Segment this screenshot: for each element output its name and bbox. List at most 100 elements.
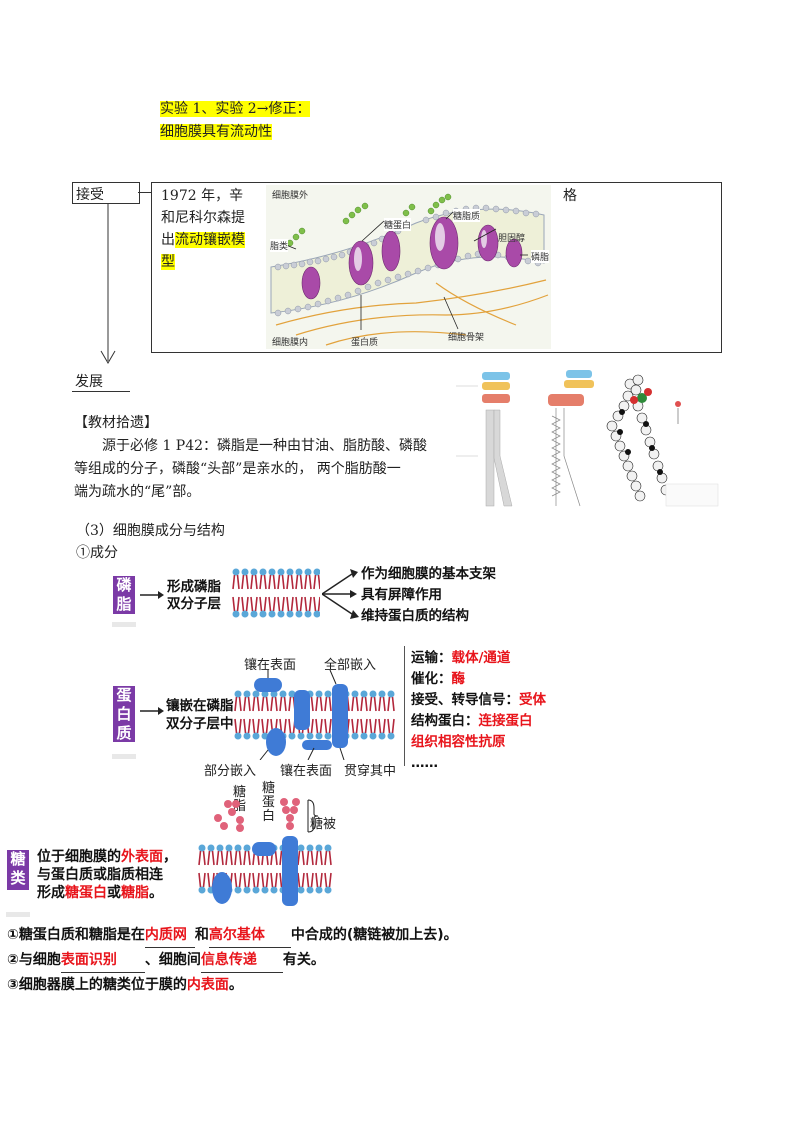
top-note: 实验 1、实验 2→修正： 细胞膜具有流动性 (160, 98, 311, 144)
q1-suffix: 中合成的(糖链被加上去)。 (290, 927, 458, 943)
protein-label: 镶嵌在磷脂 双分子层中 (166, 697, 234, 733)
sugar-membrane-illustration (198, 798, 332, 906)
q2-answer-2: 信息传递 (200, 948, 283, 973)
protein-function-answer-2: 酶 (451, 671, 466, 687)
arrow-right-icon-2 (140, 707, 164, 715)
protein-top-right-label: 全部嵌入 (324, 658, 377, 673)
q2-prefix: ②与细胞 (7, 952, 61, 968)
q3-prefix: ③细胞器膜上的糖类位于膜的 (7, 977, 187, 993)
model-text: 1972 年，辛 和尼科尔森提 出流动镶嵌模 型 (161, 185, 245, 273)
sugar-description: 位于细胞膜的外表面， 与蛋白质或脂质相连 形成糖蛋白或糖脂。 (37, 848, 177, 902)
develop-box: 发展 (72, 370, 130, 392)
protein-function-label-1: 运输： (411, 650, 452, 666)
q2-mid: 、细胞间 (144, 952, 201, 968)
protein-function-answer-3: 受体 (519, 692, 546, 708)
phospholipid-molecule-figure (452, 366, 722, 516)
label-outside: 细胞膜外 (272, 191, 309, 201)
label-cytoskeleton: 细胞骨架 (448, 333, 485, 343)
questions: ①糖蛋白质和糖脂是在内质网和高尔基体中合成的(糖链被加上去)。 ②与细胞表面识别… (7, 923, 458, 997)
top-note-line2: 细胞膜具有流动性 (160, 124, 272, 140)
protein-function-answer-5: 组织相容性抗原 (411, 734, 506, 750)
model-text-line3-highlight: 流动镶嵌模 (175, 232, 245, 248)
model-text-line1: 1972 年，辛 (161, 188, 244, 204)
membrane-illustration (270, 193, 549, 346)
q2-answer-1: 表面识别 (60, 948, 145, 973)
textbook-heading: 【教材拾遗】 (74, 415, 158, 431)
section-title: （3）细胞膜成分与结构 (76, 523, 225, 539)
textbook-line1: 源于必修 1 P42：磷脂是一种由甘油、脂肪酸、磷酸 (102, 438, 428, 454)
fluid-mosaic-figure: 细胞膜外 细胞膜内 糖蛋白 糖脂质 脂类 胆固醇 磷脂 蛋白质 细胞骨架 (266, 185, 551, 349)
accept-label: 接受 (76, 187, 104, 203)
phospholipid-functions: 作为细胞膜的基本支架 具有屏障作用 维持蛋白质的结构 (361, 564, 496, 627)
textbook-note: 【教材拾遗】 源于必修 1 P42：磷脂是一种由甘油、脂肪酸、磷酸 等组成的分子… (74, 412, 434, 504)
label-glycolipid: 糖脂质 (453, 209, 481, 222)
sugar-desc-1-suffix: ， (163, 849, 177, 865)
protein-function-divider (404, 646, 405, 766)
q3-suffix: 。 (228, 977, 243, 993)
protein-top-left-label: 镶在表面 (244, 658, 297, 673)
label-protein: 蛋白质 (351, 338, 379, 348)
phospholipid-function-2: 具有屏障作用 (361, 587, 442, 603)
phospholipid-label-1: 形成磷脂 (167, 579, 221, 595)
protein-function-label-3: 接受、转导信号： (411, 692, 519, 708)
accept-box: 接受 (72, 182, 140, 204)
protein-function-answer-4: 连接蛋白 (478, 713, 533, 729)
bilayer-illustration (232, 568, 320, 618)
sugar-desc-3-suffix: 。 (149, 885, 163, 901)
branch-arrows-icon (322, 569, 359, 619)
textbook-line2: 等组成的分子，磷酸“头部”是亲水的， 两个脂肪酸一 (74, 461, 401, 477)
sugar-desc-2: 与蛋白质或脂质相连 (37, 867, 163, 883)
protein-function-label-4: 结构蛋白： (411, 713, 479, 729)
connector-line (138, 192, 152, 193)
protein-bottom-2: 镶在表面 (280, 764, 333, 779)
section-sub: ①成分 (76, 545, 118, 561)
q3-answer: 内表面 (186, 977, 229, 993)
blur-mark (112, 622, 136, 627)
sugar-tag: 糖类 (7, 850, 29, 890)
phospholipid-label-2: 双分子层 (167, 596, 221, 612)
label-glycoprotein: 糖蛋白 (384, 218, 412, 231)
label-cholesterol: 胆固醇 (498, 234, 526, 244)
model-box: 1972 年，辛 和尼科尔森提 出流动镶嵌模 型 格 (151, 182, 722, 353)
arrow-right-icon (140, 591, 164, 599)
sugar-desc-3-mid: 或 (107, 885, 121, 901)
model-text-line2: 和尼科尔森提 (161, 210, 245, 226)
phospholipid-function-1: 作为细胞膜的基本支架 (361, 566, 496, 582)
down-arrow-icon (100, 203, 116, 364)
q2-suffix: 有关。 (282, 952, 325, 968)
protein-function-label-2: 催化： (411, 671, 452, 687)
protein-functions: 运输：载体/通道 催化：酶 接受、转导信号：受体 结构蛋白：连接蛋白 组织相容性… (411, 648, 546, 774)
sugar-desc-3-red1: 糖蛋白 (65, 885, 107, 901)
protein-membrane-illustration (234, 670, 395, 760)
protein-tag: 蛋白质 (113, 686, 135, 742)
blur-mark-3 (6, 912, 30, 917)
protein-function-label-6: …… (411, 755, 438, 771)
model-text-line3-prefix: 出 (161, 232, 175, 248)
top-note-line1: 实验 1、实验 2→修正： (160, 101, 311, 117)
develop-label: 发展 (75, 374, 103, 390)
right-char: 格 (563, 188, 577, 204)
q1-answer-2: 高尔基体 (208, 923, 291, 948)
q1-mid: 和 (194, 927, 209, 943)
label-phospholipid: 磷脂 (531, 250, 550, 263)
glycoprotein-label: 糖蛋白 (262, 781, 276, 824)
label-inside: 细胞膜内 (272, 338, 309, 348)
blur-mark-2 (112, 754, 136, 759)
label-lipid: 脂类 (270, 239, 289, 252)
sugar-desc-3-prefix: 形成 (37, 885, 65, 901)
protein-label-2: 双分子层中 (166, 716, 234, 732)
textbook-line3: 端为疏水的“尾”部。 (74, 484, 201, 500)
phospholipid-function-3: 维持蛋白质的结构 (361, 608, 469, 624)
protein-label-1: 镶嵌在磷脂 (166, 698, 234, 714)
protein-bottom-3: 贯穿其中 (344, 764, 397, 779)
q1-prefix: ①糖蛋白质和糖脂是在 (7, 927, 145, 943)
sugar-desc-3-red2: 糖脂 (121, 885, 149, 901)
protein-function-answer-1: 载体/通道 (451, 650, 511, 666)
q1-answer-1: 内质网 (144, 923, 195, 948)
phospholipid-tag: 磷脂 (113, 576, 135, 614)
glycocalyx-label: 糖被 (310, 817, 337, 832)
sugar-desc-1-prefix: 位于细胞膜的 (37, 849, 121, 865)
model-text-line4-highlight: 型 (161, 254, 175, 270)
sugar-desc-1-red: 外表面 (121, 849, 163, 865)
phospholipid-structure-illustration (456, 370, 719, 507)
